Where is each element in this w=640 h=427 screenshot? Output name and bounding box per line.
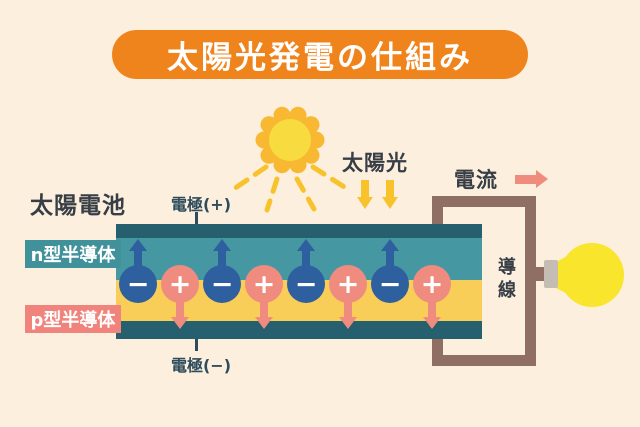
p-type-label: p型半導体 — [25, 305, 121, 333]
electrode-plus-layer — [116, 224, 482, 238]
electron-symbol: − — [294, 268, 318, 300]
sun-rays — [228, 164, 352, 213]
hole-symbol: + — [336, 268, 360, 300]
electron-symbol: − — [210, 268, 234, 300]
light-bulb-icon — [556, 243, 624, 307]
current-label: 電流 — [454, 168, 498, 192]
hole-symbol: + — [252, 268, 276, 300]
wire-label: 導線 — [495, 257, 516, 303]
bulb-socket — [544, 260, 558, 288]
electron-symbol: − — [378, 268, 402, 300]
hole: + — [245, 265, 283, 329]
page-title: 太陽光発電の仕組み — [167, 40, 473, 76]
electron-symbol: − — [126, 268, 150, 300]
electrode-minus-layer — [116, 321, 482, 339]
electron: − — [371, 239, 409, 303]
hole-symbol: + — [168, 268, 192, 300]
solar-cell-label: 太陽電池 — [30, 193, 126, 219]
electron: − — [119, 239, 157, 303]
sunlight-arrow-icon — [357, 180, 373, 209]
hole: + — [329, 265, 367, 329]
sun-icon — [228, 106, 352, 213]
electron: − — [287, 239, 325, 303]
current-arrow-icon — [515, 170, 548, 188]
electrode-plus-label: 電極(+) — [170, 195, 232, 214]
sunlight-label: 太陽光 — [342, 151, 408, 175]
title-banner: 太陽光発電の仕組み — [112, 30, 528, 79]
n-type-label: n型半導体 — [25, 240, 121, 268]
electron: − — [203, 239, 241, 303]
hole: + — [413, 265, 451, 329]
electrode-minus-label: 電極(−) — [170, 356, 232, 375]
hole-symbol: + — [420, 268, 444, 300]
electrode-plus-tick — [195, 212, 198, 224]
sunlight-arrow-icon — [382, 180, 398, 209]
hole: + — [161, 265, 199, 329]
electrode-minus-tick — [195, 339, 198, 351]
